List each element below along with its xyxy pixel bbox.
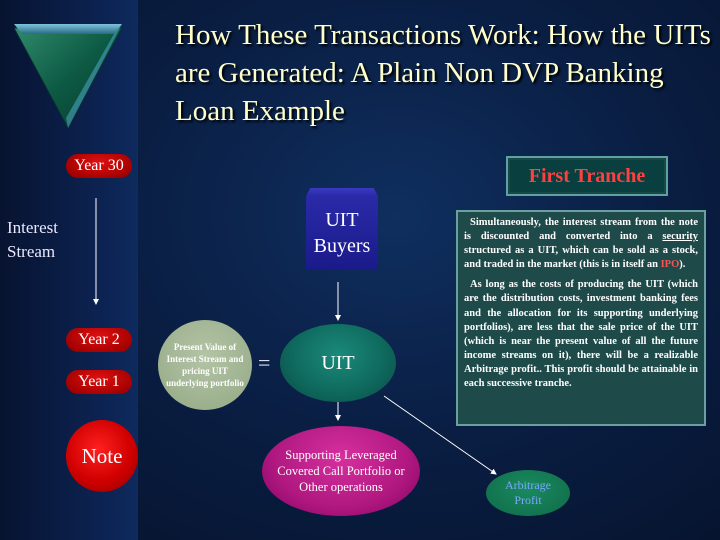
explanation-paragraph-2: As long as the costs of producing the UI… — [464, 279, 698, 390]
arbitrage-line-1: Arbitrage — [505, 478, 551, 492]
interest-stream-label: Interest Stream — [7, 216, 58, 264]
supporting-text: Supporting Leveraged Covered Call Portfo… — [277, 448, 405, 494]
uit-buyers-line-2: Buyers — [313, 235, 371, 257]
arbitrage-profit-oval: Arbitrage Profit — [486, 470, 570, 516]
explain-p1-b: structured as a UIT, which can be sold a… — [464, 245, 698, 271]
explain-security: security — [662, 231, 698, 243]
note-circle: Note — [66, 420, 138, 492]
explain-ipo: IPO — [660, 259, 680, 271]
year-2-pill: Year 2 — [66, 328, 132, 352]
explanation-paragraph-1: Simultaneously, the interest stream from… — [464, 216, 698, 272]
interest-line-2: Stream — [7, 242, 56, 261]
page-title: How These Transactions Work: How the UIT… — [175, 19, 711, 127]
year-1-pill: Year 1 — [66, 370, 132, 394]
supporting-portfolio-oval: Supporting Leveraged Covered Call Portfo… — [262, 426, 420, 516]
explanation-box: Simultaneously, the interest stream from… — [456, 210, 706, 426]
explain-p1-a: Simultaneously, the interest stream from… — [464, 217, 698, 243]
year-30-pill: Year 30 — [66, 154, 132, 178]
interest-line-1: Interest — [7, 218, 58, 237]
explain-p1-c: ). — [679, 259, 686, 271]
present-value-text: Present Value of Interest Stream and pri… — [166, 342, 244, 388]
present-value-oval: Present Value of Interest Stream and pri… — [158, 320, 252, 410]
logo-triangle-icon — [14, 24, 122, 128]
equals-sign: = — [258, 350, 271, 375]
first-tranche-box: First Tranche — [506, 156, 668, 196]
uit-oval: UIT — [280, 324, 396, 402]
uit-buyers-box: UIT Buyers — [306, 196, 378, 270]
uit-buyers-line-1: UIT — [325, 209, 359, 231]
arbitrage-line-2: Profit — [514, 493, 542, 507]
